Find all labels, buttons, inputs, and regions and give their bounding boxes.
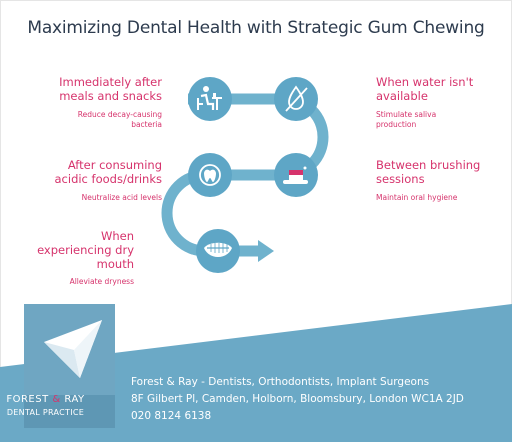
practice-logo bbox=[24, 304, 115, 428]
step-2-description: Stimulate saliva production bbox=[376, 110, 506, 130]
logo-ampersand: & bbox=[52, 394, 61, 405]
step-4-title: Between brushing sessions bbox=[376, 158, 506, 186]
step-1-desc-line: Reduce decay-causing bbox=[77, 110, 162, 119]
step-2-title-line: When water isn't bbox=[376, 75, 474, 89]
node-1 bbox=[188, 77, 232, 121]
step-5-title-line: When bbox=[100, 229, 134, 243]
connector-path bbox=[161, 93, 329, 257]
step-5-title-line: mouth bbox=[96, 257, 134, 271]
step-4-description: Maintain oral hygiene bbox=[376, 193, 506, 203]
step-1-title-line: meals and snacks bbox=[59, 89, 162, 103]
logo-subtitle: DENTAL PRACTICE bbox=[6, 408, 85, 417]
toothbrush-icon bbox=[283, 166, 308, 184]
step-5-desc-line: Alleviate dryness bbox=[69, 277, 134, 286]
logo-emblem bbox=[24, 304, 115, 395]
node-4 bbox=[274, 153, 318, 197]
step-5-description: Alleviate dryness bbox=[20, 277, 134, 287]
logo-name-part1: FOREST bbox=[6, 394, 49, 405]
step-1-title-line: Immediately after bbox=[59, 75, 162, 89]
step-3-title-line: acidic foods/drinks bbox=[54, 172, 163, 186]
footer-address: 8F Gilbert Pl, Camden, Holborn, Bloomsbu… bbox=[131, 393, 464, 405]
step-2-title-line: available bbox=[376, 89, 428, 103]
node-3 bbox=[188, 153, 232, 197]
logo-name-part2: RAY bbox=[64, 394, 85, 405]
step-3-desc-line: Neutralize acid levels bbox=[81, 193, 162, 202]
footer-tagline: Forest & Ray - Dentists, Orthodontists, … bbox=[131, 376, 430, 388]
step-1-title: Immediately after meals and snacks bbox=[20, 75, 162, 103]
page-title: Maximizing Dental Health with Strategic … bbox=[27, 18, 485, 38]
step-1-description: Reduce decay-causing bacteria bbox=[20, 110, 162, 130]
mouth-icon bbox=[204, 242, 232, 257]
step-3-title: After consuming acidic foods/drinks bbox=[20, 158, 163, 186]
person-eating-icon bbox=[197, 86, 222, 110]
tooth-icon bbox=[199, 164, 221, 186]
footer-phone[interactable]: 020 8124 6138 bbox=[131, 410, 212, 422]
flow-diagram bbox=[161, 77, 329, 273]
step-2-desc-line: Stimulate saliva bbox=[376, 110, 437, 119]
logo-name: FOREST & RAY bbox=[0, 394, 91, 406]
no-drinking-icon bbox=[285, 85, 308, 112]
arrowhead bbox=[258, 240, 274, 262]
paper-plane-icon bbox=[44, 320, 102, 378]
step-3-description: Neutralize acid levels bbox=[20, 193, 162, 203]
step-4-title-line: Between brushing bbox=[376, 158, 481, 172]
node-5 bbox=[196, 229, 240, 273]
step-5-title-line: experiencing dry bbox=[37, 243, 134, 257]
node-2 bbox=[274, 77, 318, 121]
step-5-title: When experiencing dry mouth bbox=[20, 229, 134, 271]
step-4-title-line: sessions bbox=[376, 172, 425, 186]
step-4-desc-line: Maintain oral hygiene bbox=[376, 193, 458, 202]
step-3-title-line: After consuming bbox=[67, 158, 162, 172]
step-2-desc-line: production bbox=[376, 120, 417, 129]
step-1-desc-line: bacteria bbox=[131, 120, 162, 129]
step-2-title: When water isn't available bbox=[376, 75, 506, 103]
